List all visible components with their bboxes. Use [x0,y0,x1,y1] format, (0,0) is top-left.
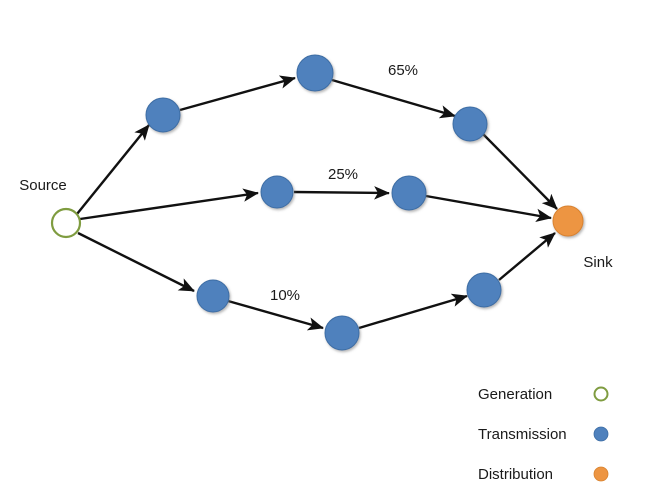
edge-t2-to-t3 [331,78,456,119]
node-t1[interactable] [145,97,181,133]
legend-item-generation[interactable]: Generation [478,386,609,403]
edge-source-to-t1 [76,124,150,215]
edge-t3-to-sink [482,133,558,210]
edge-m2-to-sink [425,194,552,223]
edge-source-to-m1 [79,188,259,221]
node-b3[interactable] [466,272,502,308]
edge-label-middle-share: 25% [328,166,358,183]
node-layer [50,54,584,351]
edge-b3-to-sink [498,232,556,281]
node-t2[interactable] [296,54,334,92]
transmission-circle-filled-icon [593,426,609,442]
edge-label-top-share: 65% [388,62,418,79]
node-t3[interactable] [452,106,488,142]
legend-label-generation: Generation [478,386,552,403]
sink-label: Sink [583,254,613,271]
edge-b1-to-b2 [227,299,324,331]
edge-layer [76,75,558,331]
edge-label-bottom-share: 10% [270,287,300,304]
distribution-circle-filled-icon [593,466,609,482]
legend-item-distribution[interactable]: Distribution [478,466,609,483]
legend-label-distribution: Distribution [478,466,553,483]
generation-circle-outline-icon [593,386,609,402]
legend-item-transmission[interactable]: Transmission [478,426,609,443]
edge-label-layer: 65% 25% 10% [270,62,418,304]
edge-b2-to-b3 [358,293,468,330]
node-m1[interactable] [260,175,294,209]
node-sink[interactable] [552,205,584,237]
node-b1[interactable] [196,279,230,313]
edge-m1-to-m2 [293,186,390,200]
endpoint-label-layer: Source Sink [19,177,613,271]
legend-label-transmission: Transmission [478,426,567,443]
edge-source-to-b1 [77,231,195,293]
source-label: Source [19,177,67,194]
legend: Generation Transmission Distribution [478,386,609,483]
node-m2[interactable] [391,175,427,211]
node-source[interactable] [50,207,82,239]
node-b2[interactable] [324,315,360,351]
edge-t1-to-t2 [179,75,296,112]
